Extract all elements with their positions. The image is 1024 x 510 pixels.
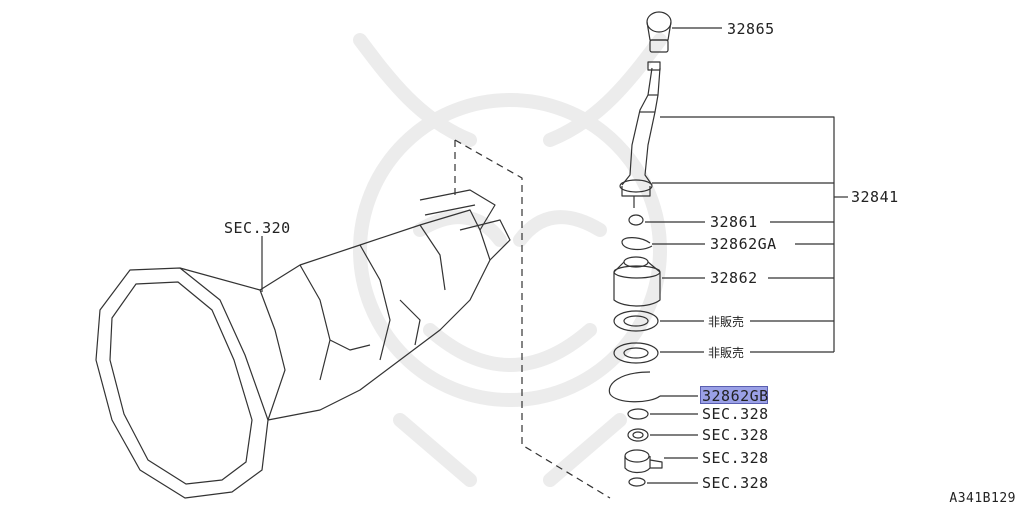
leader-lines — [645, 27, 848, 484]
washer-1 — [627, 408, 649, 420]
part-label-sec328-2[interactable]: SEC.328 — [702, 426, 769, 444]
collar — [627, 428, 649, 442]
snap-ring — [621, 237, 653, 251]
part-label-32861[interactable]: 32861 — [710, 213, 758, 231]
figure-code: A341B129 — [949, 491, 1016, 506]
part-label-sec328-1[interactable]: SEC.328 — [702, 405, 769, 423]
shift-knob — [646, 11, 672, 53]
retaining-ring — [608, 371, 661, 403]
part-label-not-sold-1: 非販売 — [708, 315, 745, 329]
seal-lower — [613, 342, 659, 364]
part-label-32862ga[interactable]: 32862GA — [710, 235, 777, 253]
transmission-housing — [95, 189, 511, 499]
part-label-sec328-4[interactable]: SEC.328 — [702, 474, 769, 492]
part-label-32841[interactable]: 32841 — [851, 188, 899, 206]
shift-lever — [619, 61, 661, 208]
seal-upper — [613, 310, 659, 332]
washer-2 — [628, 477, 646, 487]
boot — [613, 256, 661, 307]
transmission-label: SEC.320 — [224, 219, 291, 237]
bushing — [628, 214, 644, 226]
part-label-32862gb[interactable]: 32862GB — [702, 387, 769, 405]
part-label-32862[interactable]: 32862 — [710, 269, 758, 287]
selected-part-highlight[interactable] — [700, 386, 768, 404]
part-label-sec328-3[interactable]: SEC.328 — [702, 449, 769, 467]
part-label-not-sold-2: 非販売 — [708, 346, 745, 360]
dashed-centerline — [454, 139, 611, 499]
watermark-emblem — [353, 33, 667, 487]
part-label-32865[interactable]: 32865 — [727, 20, 775, 38]
pivot-bracket — [624, 449, 663, 474]
